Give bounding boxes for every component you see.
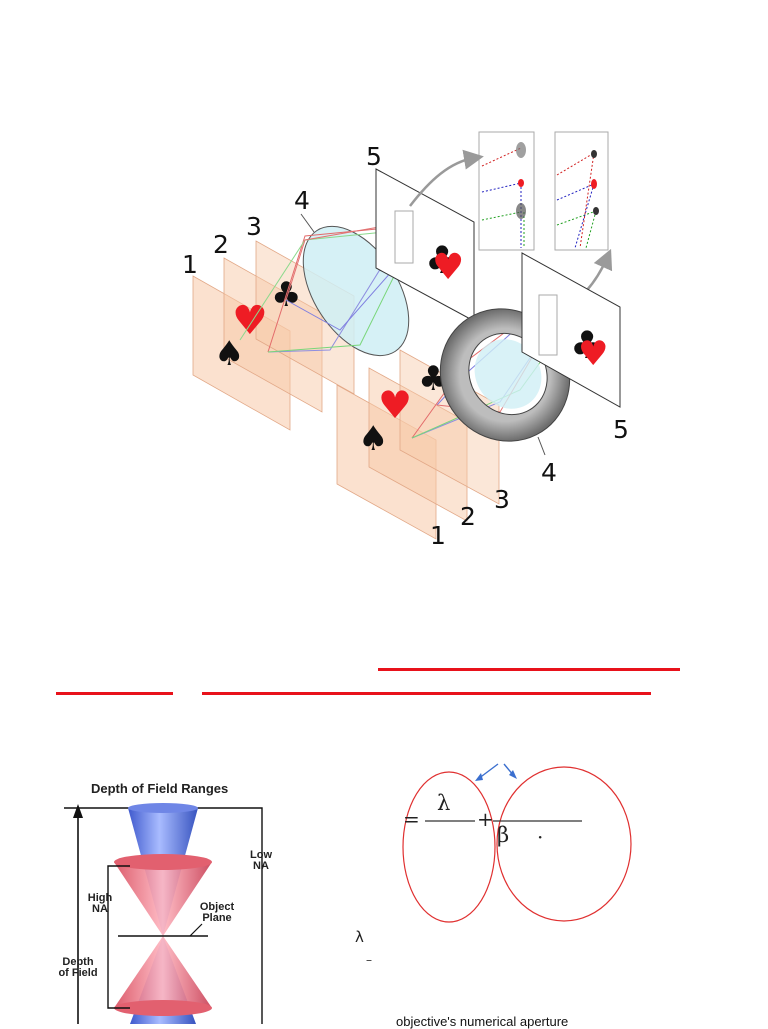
- label-left-3: 3: [246, 212, 262, 241]
- svg-text:♥: ♥: [578, 334, 608, 374]
- caption-numerical-aperture: objective's numerical aperture: [396, 1014, 569, 1029]
- label-right-3: 3: [494, 485, 510, 514]
- label-right-2: 2: [460, 502, 476, 531]
- high-na-label: High NA: [87, 892, 113, 915]
- object-plane-label: Object Plane: [199, 901, 235, 924]
- left-plane-5: ♣ ♥: [375, 168, 475, 322]
- formula-equals: =: [403, 807, 420, 831]
- formula-annotation: [402, 763, 632, 923]
- depth-of-field-label: Depth of Field: [58, 956, 98, 979]
- zoom-inset-right: [554, 131, 609, 251]
- right-plane-2: [368, 367, 468, 522]
- optical-diagram: ♠ ♥ ♣ ♣ ♥: [192, 131, 621, 540]
- red-line-3: [202, 692, 651, 695]
- spade-symbol-right: ♠: [358, 419, 388, 459]
- right-plane-5: ♣ ♥: [521, 252, 621, 408]
- label-left-1: 1: [182, 250, 198, 279]
- red-line-2: [56, 692, 173, 695]
- heart-symbol-right: ♥: [378, 383, 412, 427]
- red-line-1: [378, 668, 680, 671]
- label-left-4: 4: [294, 186, 310, 215]
- zoom-inset-left: [478, 131, 535, 251]
- label-right-4: 4: [541, 458, 557, 487]
- low-na-label: Low NA: [250, 849, 272, 872]
- label-left-2: 2: [213, 230, 229, 259]
- formula-lambda: λ: [437, 791, 451, 815]
- formula-dot: ·: [537, 825, 544, 849]
- dof-title: Depth of Field Ranges: [91, 781, 229, 796]
- zoom-arrow-top: [409, 149, 484, 207]
- svg-text:♣: ♣: [425, 238, 459, 282]
- formula-plus: +: [477, 807, 494, 831]
- formula-dash: –: [366, 953, 372, 967]
- svg-text:♣: ♣: [570, 323, 604, 367]
- left-rays: [239, 221, 409, 353]
- label-right-5: 5: [613, 415, 629, 444]
- formula-beta: β: [497, 823, 510, 847]
- circle-right: [496, 766, 632, 922]
- label-right-1: 1: [430, 521, 446, 550]
- formula-lambda-small: λ: [355, 928, 364, 946]
- dof-diagram: [64, 803, 263, 1024]
- spade-symbol-left: ♠: [214, 334, 244, 374]
- label-left-5: 5: [366, 142, 382, 171]
- circle-left: [402, 771, 496, 923]
- svg-text:♥: ♥: [432, 247, 464, 288]
